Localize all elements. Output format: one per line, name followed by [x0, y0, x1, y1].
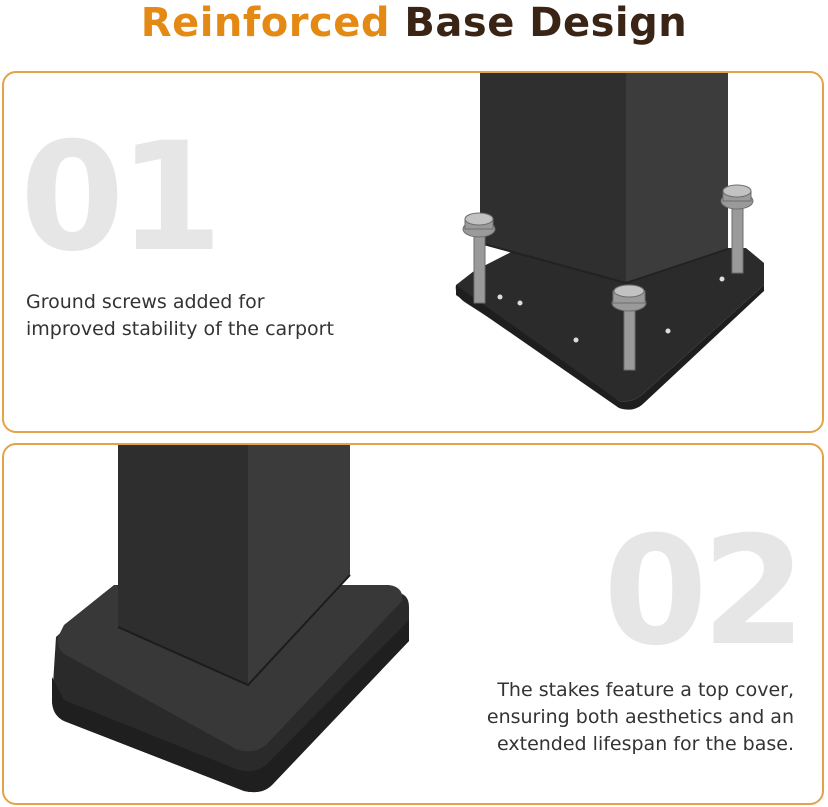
description-line: extended lifespan for the base. [497, 733, 794, 755]
feature-description: The stakes feature a top cover, ensuring… [487, 677, 794, 758]
description-line: improved stability of the carport [26, 318, 334, 340]
step-number: 02 [603, 505, 806, 679]
page-title: Reinforced Base Design [0, 0, 828, 48]
post-with-base-cover-image [52, 445, 409, 793]
title-rest: Base Design [404, 0, 688, 46]
title-highlight: Reinforced [140, 0, 390, 46]
feature-card-1: 01 Ground screws added for improved stab… [2, 71, 824, 433]
description-line: The stakes feature a top cover, [497, 679, 794, 701]
description-line: ensuring both aesthetics and an [486, 706, 794, 728]
post-with-ground-screws-image [455, 73, 764, 410]
step-number: 01 [20, 111, 223, 285]
description-line: Ground screws added for [26, 291, 265, 313]
feature-card-2: 02 The stakes feature a top cover, ensur… [2, 443, 824, 805]
feature-description: Ground screws added for improved stabili… [26, 289, 334, 343]
